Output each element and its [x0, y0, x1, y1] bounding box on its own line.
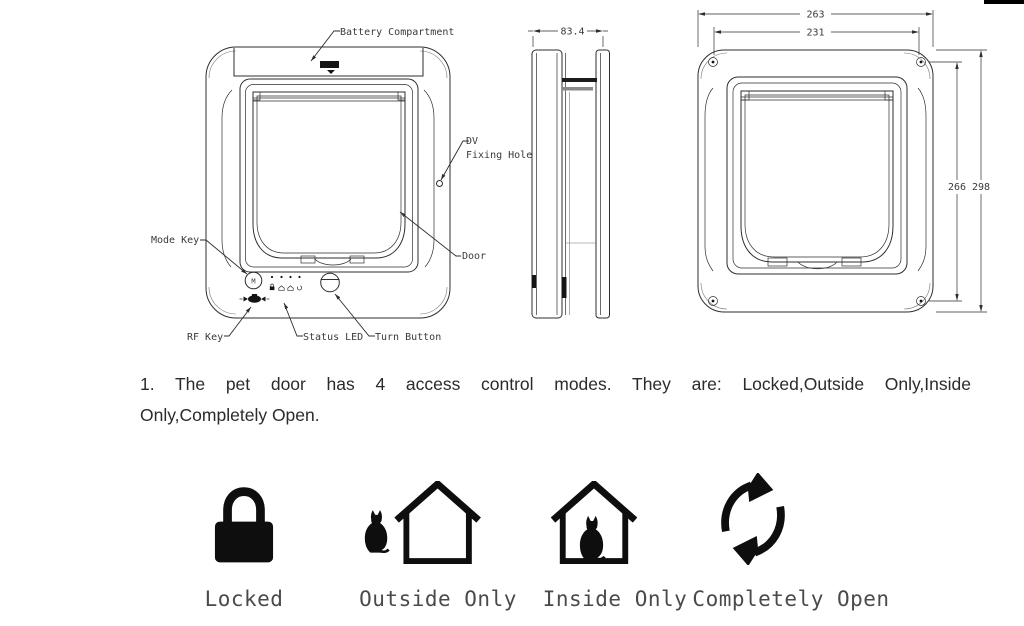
flap-latch	[841, 257, 862, 267]
flap-bottom-bump	[797, 261, 838, 270]
dimension-hole-height: 266	[929, 61, 966, 302]
mode-label-locked: Locked	[204, 587, 284, 611]
led-house-glyph	[278, 285, 285, 291]
mode-locked: Locked	[194, 480, 294, 611]
flap-latch	[767, 257, 788, 267]
mode-label-completely-open: Completely Open	[692, 587, 890, 611]
back-body-outline	[697, 49, 934, 313]
side-view: 83.4	[528, 27, 610, 319]
corner-arc	[208, 50, 237, 79]
depth-dimension-text: 83.4	[560, 27, 584, 38]
mode-key-label: Mode Key	[151, 235, 199, 246]
flap-latch	[300, 255, 316, 264]
flap-bottom-bump	[314, 258, 352, 266]
mode-key-button: M	[244, 271, 263, 290]
cat-inside-house-icon	[550, 479, 638, 565]
battery-compartment-label: Battery Compartment	[340, 27, 454, 38]
tunnel-top-bar	[562, 87, 593, 91]
instruction-line-2: Only,Completely Open.	[140, 405, 320, 425]
hole-height-dimension-text: 266	[948, 182, 966, 193]
corner-arc	[208, 286, 237, 315]
screw-holes	[708, 57, 926, 306]
dimension-hole-width: 231	[713, 27, 920, 55]
instruction-line-1: 1. The pet door has 4 access control mod…	[140, 374, 971, 394]
rf-key	[239, 294, 270, 303]
side-contour	[917, 87, 927, 272]
door-label: Door	[462, 251, 486, 262]
flap-hinge	[741, 96, 893, 101]
top-right-black-bar	[984, 0, 1024, 4]
battery-slot	[320, 61, 339, 68]
cat-outside-house-icon	[364, 479, 481, 565]
padlock-icon	[214, 487, 274, 563]
hole-width-dimension-text: 231	[806, 28, 824, 39]
fixing-hole	[436, 180, 443, 187]
side-contour	[704, 87, 714, 272]
door-frame	[726, 76, 908, 275]
tunnel-top-bar	[562, 78, 597, 82]
inner-plate	[531, 49, 563, 319]
flap-hinge	[253, 97, 405, 102]
hinge-block	[397, 91, 406, 101]
front-view: M	[151, 27, 532, 343]
cat-silhouette	[364, 510, 390, 554]
hinge-block	[884, 90, 894, 101]
house-outline	[550, 479, 638, 565]
status-led-panel	[269, 275, 303, 291]
mode-inside-only: Inside Only	[536, 479, 694, 611]
fixing-hole-label: Fixing Hole	[466, 150, 532, 161]
status-led-label: Status LED	[303, 332, 363, 343]
turn-button	[320, 272, 340, 293]
mode-outside-only: Outside Only	[340, 479, 536, 611]
corner-arc	[419, 286, 448, 315]
mode-key-letter: M	[251, 278, 255, 286]
house-outline	[394, 479, 481, 565]
battery-slot-mark	[327, 70, 335, 74]
side-contour	[423, 89, 435, 268]
rf-key-label: RF Key	[187, 332, 223, 343]
led-lock-glyph	[269, 283, 275, 291]
dimension-depth: 83.4	[528, 27, 608, 47]
instruction-paragraph: 1. The pet door has 4 access control mod…	[140, 369, 971, 431]
mode-completely-open: Completely Open	[688, 472, 894, 611]
mode-label-inside-only: Inside Only	[542, 587, 688, 611]
bottom-mark	[561, 277, 567, 298]
door-flap	[252, 91, 406, 266]
side-contour	[221, 89, 233, 268]
bottom-mark	[532, 275, 536, 288]
hinge-block	[252, 91, 261, 101]
back-view: 263 231 266 298	[697, 10, 990, 313]
door-flap	[740, 90, 894, 270]
dimension-outer-height: 298	[936, 49, 990, 313]
battery-compartment	[233, 48, 424, 77]
door-frame	[239, 78, 419, 273]
leader-lines	[200, 30, 469, 337]
dimension-outer-width: 263	[697, 10, 934, 47]
access-modes-row: Locked Outside Only	[0, 472, 1024, 620]
hinge-block	[740, 90, 750, 101]
outer-width-dimension-text: 263	[806, 10, 824, 21]
technical-drawings: M	[151, 10, 990, 344]
led-house-glyph	[287, 285, 294, 291]
outer-plate	[595, 49, 610, 319]
front-body-outline	[205, 46, 451, 319]
mode-label-outside-only: Outside Only	[359, 587, 517, 611]
cat-silhouette	[579, 516, 606, 561]
fixing-hole-diameter-label: DV	[466, 136, 478, 147]
outer-height-dimension-text: 298	[972, 182, 990, 193]
led-cycle-glyph	[296, 285, 303, 291]
flap-latch	[349, 255, 365, 264]
cycle-arrows-icon	[721, 472, 785, 566]
corner-arc	[419, 50, 448, 79]
turn-button-label: Turn Button	[375, 332, 441, 343]
